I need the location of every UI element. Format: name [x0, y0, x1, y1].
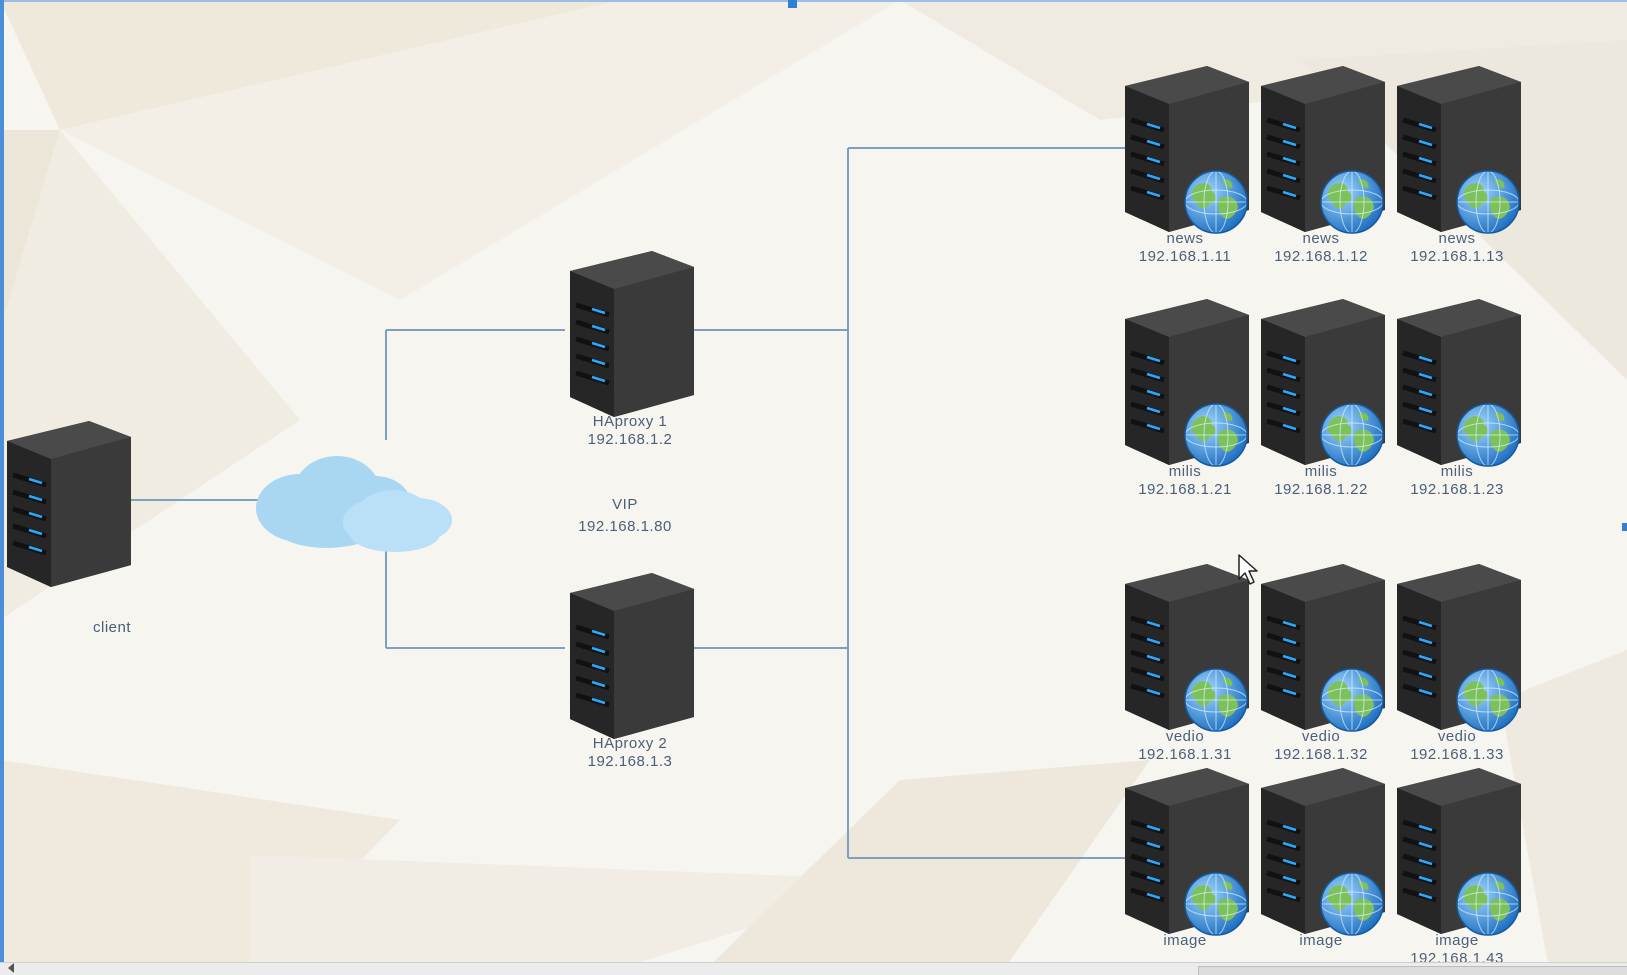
globe-icon	[1456, 872, 1520, 936]
haproxy-1-name: HAproxy 1	[592, 413, 668, 430]
backend-label: image	[1246, 932, 1396, 950]
backend-name: vedio	[1437, 728, 1477, 745]
server-icon	[0, 415, 142, 590]
backend-name: image	[1299, 932, 1343, 949]
backend-ip: 192.168.1.21	[1138, 481, 1232, 498]
server-icon	[555, 245, 705, 420]
backend-name: news	[1438, 230, 1476, 247]
backend-name: vedio	[1301, 728, 1341, 745]
backend-ip: 192.168.1.11	[1138, 248, 1232, 265]
backend-ip: 192.168.1.22	[1274, 481, 1368, 498]
globe-icon	[1184, 668, 1248, 732]
haproxy-2-label: HAproxy 2 192.168.1.3	[555, 735, 705, 771]
haproxy-2-server[interactable]: HAproxy 2 192.168.1.3	[555, 567, 705, 770]
backend-label: image	[1110, 932, 1260, 950]
backend-name: milis	[1304, 463, 1338, 480]
backend-ip: 192.168.1.13	[1410, 248, 1504, 265]
selection-handle-top[interactable]	[788, 0, 797, 8]
backend-ip: 192.168.1.33	[1410, 746, 1504, 763]
client-label: client	[92, 619, 132, 636]
globe-icon	[1184, 872, 1248, 936]
backend-name: milis	[1440, 463, 1474, 480]
haproxy-1-label: HAproxy 1 192.168.1.2	[555, 413, 705, 449]
client-server[interactable]	[0, 415, 142, 590]
backend-ip: 192.168.1.12	[1274, 248, 1368, 265]
backend-name: image	[1435, 932, 1479, 949]
globe-icon	[1456, 668, 1520, 732]
canvas-top-border	[0, 0, 1627, 2]
server-icon	[555, 567, 705, 742]
backend-name: vedio	[1165, 728, 1205, 745]
vip-label: VIP 192.168.1.80	[545, 494, 705, 538]
backend-server[interactable]: image	[1110, 762, 1260, 949]
backend-name: news	[1302, 230, 1340, 247]
backend-name: image	[1163, 932, 1207, 949]
selection-handle-right[interactable]	[1622, 523, 1627, 531]
cloud-icon	[256, 456, 452, 552]
globe-icon	[1184, 403, 1248, 467]
globe-icon	[1320, 170, 1384, 234]
mouse-cursor-icon	[1238, 554, 1258, 585]
backend-name: news	[1166, 230, 1204, 247]
haproxy-1-server[interactable]: HAproxy 1 192.168.1.2	[555, 245, 705, 448]
backend-server[interactable]: image	[1246, 762, 1396, 949]
backend-name: milis	[1168, 463, 1202, 480]
vip-title: VIP	[612, 496, 638, 513]
haproxy-2-ip: 192.168.1.3	[587, 753, 673, 770]
canvas-left-border	[0, 0, 4, 975]
globe-icon	[1456, 403, 1520, 467]
globe-icon	[1320, 403, 1384, 467]
scrollbar-thumb[interactable]	[1198, 966, 1627, 975]
backend-ip: 192.168.1.23	[1410, 481, 1504, 498]
globe-icon	[1456, 170, 1520, 234]
scroll-left-arrow-icon[interactable]	[8, 963, 14, 973]
haproxy-2-name: HAproxy 2	[592, 735, 668, 752]
backend-ip: 192.168.1.32	[1274, 746, 1368, 763]
globe-icon	[1184, 170, 1248, 234]
vip-ip: 192.168.1.80	[578, 518, 672, 535]
haproxy-1-ip: 192.168.1.2	[587, 431, 673, 448]
globe-icon	[1320, 872, 1384, 936]
backend-ip: 192.168.1.31	[1138, 746, 1232, 763]
globe-icon	[1320, 668, 1384, 732]
